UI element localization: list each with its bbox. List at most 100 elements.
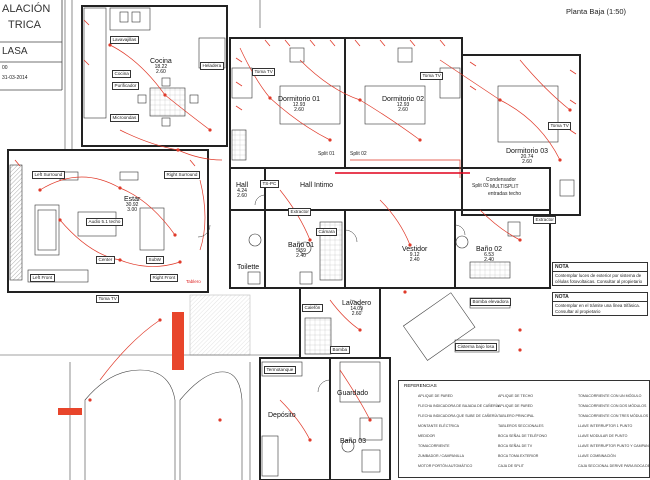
legend-item: BOCA SEÑAL DE TV bbox=[498, 444, 533, 448]
room-toilette: Toilette bbox=[237, 264, 259, 271]
label-audio: Audio 5.1 techo bbox=[86, 218, 123, 226]
service-walls bbox=[229, 167, 551, 480]
room-area: 6.53 bbox=[484, 252, 494, 258]
room-dorm02: Dormitorio 02 12.93 2.60 bbox=[382, 96, 424, 113]
room-height: 2.40 bbox=[296, 253, 306, 259]
label-right-surround: Right Surround bbox=[164, 171, 200, 179]
title-block-lines bbox=[0, 0, 63, 91]
room-name: Baño 02 bbox=[476, 246, 503, 253]
bedroom-fixtures bbox=[231, 47, 575, 197]
room-cocina: Cocina 18.22 2.60 bbox=[150, 58, 172, 75]
room-name: Vestidor bbox=[402, 246, 428, 253]
room-name: Dormitorio 02 bbox=[382, 96, 425, 103]
room-guardado: Guardado bbox=[337, 390, 368, 397]
room-height: 2.60 bbox=[351, 311, 362, 317]
label-toma-tv-1: Toma TV bbox=[252, 68, 276, 76]
label-subwoofer: SubW bbox=[146, 256, 164, 264]
living-walls bbox=[7, 149, 209, 293]
room-area: 5.59 bbox=[296, 248, 306, 254]
label-left-surround: Left Surround bbox=[32, 171, 65, 179]
label-cocina-appliance: Cocina bbox=[112, 70, 132, 78]
room-height: 2.60 bbox=[237, 193, 247, 199]
label-toma-tv-2: Toma TV bbox=[420, 72, 444, 80]
note-title: NOTA bbox=[553, 263, 647, 273]
legend-item: LLAVE INTERRUPTOR PUNTO Y CAMPANILLA bbox=[578, 444, 650, 448]
sheet-title: Planta Baja (1:50) bbox=[566, 7, 627, 16]
label-split-01: Split 01 bbox=[318, 151, 335, 157]
label-split-02: Split 02 bbox=[350, 151, 367, 157]
room-name: Baño 01 bbox=[288, 242, 315, 249]
room-area: 14.09 bbox=[350, 306, 363, 312]
room-dorm03: Dormitorio 03 20.74 2.60 bbox=[506, 148, 548, 165]
room-name: Depósito bbox=[268, 412, 296, 419]
label-bomba: Bomba bbox=[330, 346, 350, 354]
room-name: Cocina bbox=[150, 58, 172, 65]
legend-item: MEDIDOR bbox=[418, 434, 435, 438]
room-name: Lavadero bbox=[342, 300, 372, 307]
label-bomba-elevadora: Bomba elevadora bbox=[470, 298, 512, 306]
label-right-front: Right Front bbox=[150, 274, 178, 282]
room-name: Dormitorio 03 bbox=[506, 148, 549, 155]
room-bano03: Baño 03 bbox=[340, 438, 366, 445]
room-hall-intimo: Hall Intimo bbox=[300, 182, 333, 189]
room-name: Baño 03 bbox=[340, 438, 367, 445]
bath-fixtures bbox=[247, 221, 521, 477]
legend-item: CAJA DE SPLIT bbox=[498, 464, 524, 468]
room-name: Guardado bbox=[337, 390, 369, 397]
room-name: Hall Intimo bbox=[300, 182, 334, 189]
room-area: 4.24 bbox=[237, 188, 247, 194]
legend-item: LLAVE COMBINACIÓN bbox=[578, 454, 616, 458]
label-toma-tv-3: Toma TV bbox=[548, 122, 572, 130]
room-bano01: Baño 01 5.59 2.40 bbox=[288, 242, 314, 259]
garage-outline bbox=[84, 292, 511, 480]
legend-box bbox=[398, 380, 650, 478]
label-heladera: Heladera bbox=[200, 62, 224, 70]
legend-item: APLIQUE DE PARED bbox=[418, 394, 453, 398]
title-date: 31-03-2014 bbox=[2, 75, 28, 81]
room-height: 2.40 bbox=[409, 257, 420, 263]
wall-ticks bbox=[14, 19, 577, 167]
legend-item: BOCA SEÑAL DE TELÉFONO bbox=[498, 434, 547, 438]
room-height: 3.00 bbox=[127, 207, 138, 213]
label-camera: Cámara bbox=[316, 228, 338, 236]
room-height: 2.60 bbox=[156, 69, 166, 75]
room-height: 2.40 bbox=[484, 257, 494, 263]
title-line3: LASA bbox=[2, 46, 28, 57]
room-area: 9.12 bbox=[409, 252, 420, 258]
label-termotanque: Termotanque bbox=[264, 366, 296, 374]
legend-item: MONTANTE ELÉCTRICA bbox=[418, 424, 460, 428]
label-cisterna: Cisterna bajo losa bbox=[455, 343, 497, 351]
outlet-points bbox=[38, 43, 572, 442]
legend-item: CAJA SECCIONAL DERIVE PARA BOCA DE ILUMI… bbox=[578, 464, 650, 468]
legend-item: TOMACORRIENTE bbox=[418, 444, 450, 448]
label-toma-tv-4: Toma TV bbox=[96, 295, 120, 303]
label-boca-tdo: TS-PC bbox=[260, 180, 279, 188]
label-center: Center bbox=[96, 256, 115, 264]
room-name: Toilette bbox=[237, 264, 260, 271]
room-height: 2.60 bbox=[294, 107, 304, 113]
accent-blocks bbox=[58, 312, 184, 415]
room-name: Dormitorio 01 bbox=[278, 96, 321, 103]
label-left-front: Left Front bbox=[30, 274, 55, 282]
room-area: 30.92 bbox=[125, 202, 139, 208]
room-bano02: Baño 02 6.53 2.40 bbox=[476, 246, 502, 263]
room-name: Hall bbox=[236, 182, 249, 189]
note-title: NOTA bbox=[553, 293, 647, 303]
label-multisplit: MULTISPLIT bbox=[490, 184, 519, 190]
legend-item: APLIQUE DE PARED bbox=[498, 404, 533, 408]
note-three-phase: NOTA Contemplar en el trámite una línea … bbox=[552, 292, 648, 317]
legend-item: MOTOR PORTÓN AUTOMÁTICO bbox=[418, 464, 473, 468]
label-entradas: entradas techo bbox=[488, 191, 522, 197]
room-hall: Hall 4.24 2.60 bbox=[236, 182, 248, 199]
label-condensador: Condensador bbox=[486, 177, 517, 183]
room-height: 2.60 bbox=[398, 107, 408, 113]
room-height: 2.60 bbox=[522, 159, 532, 165]
legend-item: TOMACORRIENTE CON TRES MÓDULOS bbox=[578, 414, 649, 418]
room-lavadero: Lavadero 14.09 2.60 bbox=[342, 300, 371, 317]
room-vestidor: Vestidor 9.12 2.40 bbox=[402, 246, 427, 263]
note-photovoltaic: NOTA Contemplar luces de exterior por si… bbox=[552, 262, 648, 287]
label-extractor-2: Extractor bbox=[288, 208, 312, 216]
label-microondas: Microondas bbox=[110, 114, 139, 122]
label-calefon: Calefón bbox=[302, 304, 323, 312]
